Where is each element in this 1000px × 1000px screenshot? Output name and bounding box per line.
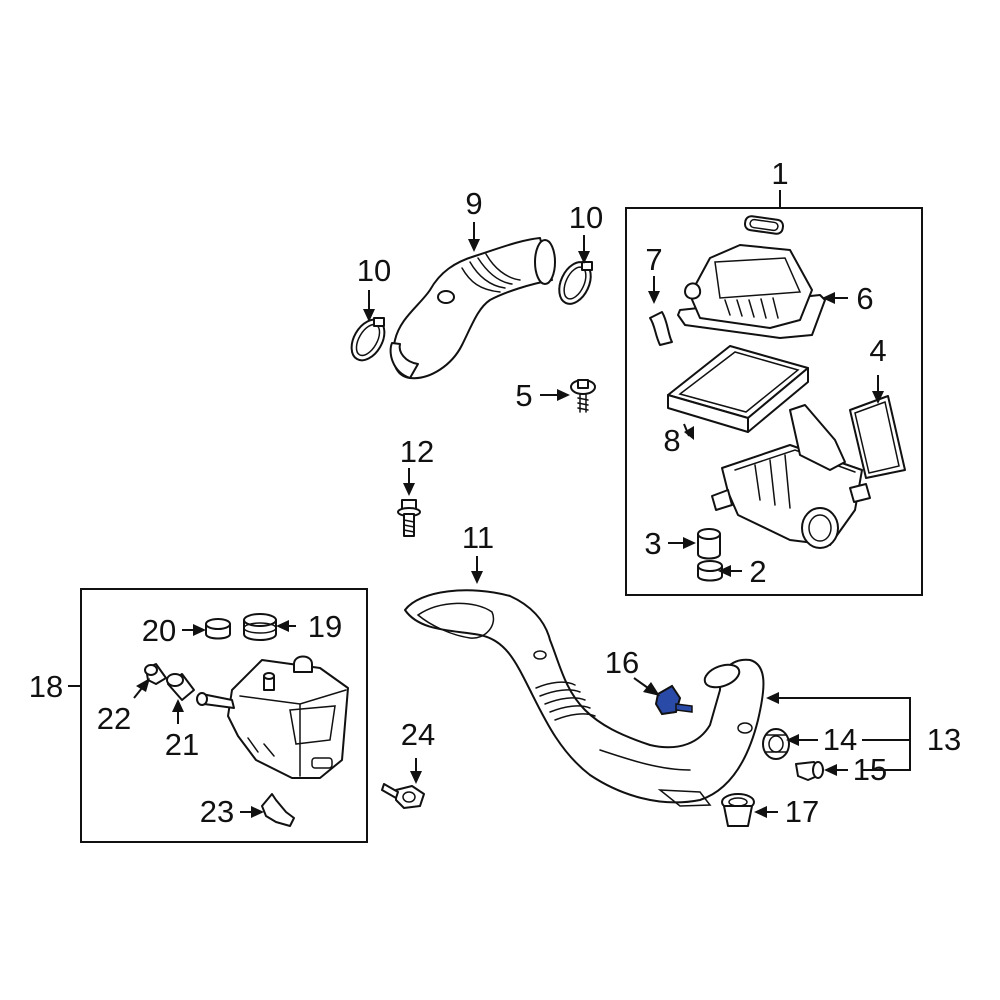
callout-22: 22 xyxy=(97,701,131,736)
callout-4: 4 xyxy=(869,333,886,368)
bolt-part-24 xyxy=(381,783,425,809)
callout-8: 8 xyxy=(663,423,680,458)
callout-12: 12 xyxy=(400,434,434,469)
filter-part-4 xyxy=(849,395,906,479)
cap-part-20 xyxy=(205,618,231,640)
bracket-part-23 xyxy=(261,793,295,827)
bolt-part-12 xyxy=(397,499,421,537)
clamp-part-10-left xyxy=(350,317,386,362)
callout-2: 2 xyxy=(749,554,766,589)
clip-part-17 xyxy=(721,793,755,827)
callout-17: 17 xyxy=(785,794,819,829)
grommet-part-2 xyxy=(697,560,723,582)
callout-3: 3 xyxy=(644,526,661,561)
grommet-part-3 xyxy=(697,528,721,560)
callout-23: 23 xyxy=(200,794,234,829)
cap-part-22 xyxy=(144,663,167,685)
air-cleaner-cover-part-6 xyxy=(677,244,826,339)
callout-13: 13 xyxy=(927,722,961,757)
screw-part-5 xyxy=(570,379,596,413)
clip-part-7 xyxy=(649,311,673,346)
callout-18: 18 xyxy=(29,669,63,704)
callout-6: 6 xyxy=(856,281,873,316)
callout-19: 19 xyxy=(308,609,342,644)
intake-duct-part-9 xyxy=(389,237,556,380)
callout-10-right: 10 xyxy=(569,200,603,235)
callout-9: 9 xyxy=(465,186,482,221)
grommet-part-14 xyxy=(762,728,790,760)
callout-11: 11 xyxy=(462,520,494,555)
callout-10-left: 10 xyxy=(357,253,391,288)
filter-element-part-8 xyxy=(667,345,809,433)
callout-1: 1 xyxy=(771,156,788,191)
reservoir-tank xyxy=(196,655,349,779)
air-cleaner-housing xyxy=(711,404,871,549)
reservoir-group-box xyxy=(80,588,368,843)
callout-7: 7 xyxy=(645,242,662,277)
spacer-part-15 xyxy=(795,761,824,781)
callout-21: 21 xyxy=(165,727,199,762)
callout-20: 20 xyxy=(142,613,176,648)
outlet-duct-part-11 xyxy=(404,589,765,807)
air-cleaner-group-box xyxy=(625,207,923,596)
callout-16: 16 xyxy=(605,645,639,680)
callout-24: 24 xyxy=(401,717,435,752)
bolt-part-16-highlighted xyxy=(654,684,693,716)
cap-part-19 xyxy=(243,613,277,641)
callout-5: 5 xyxy=(515,378,532,413)
callout-15: 15 xyxy=(853,752,887,787)
gasket-top xyxy=(743,215,785,235)
clamp-part-10-right xyxy=(558,261,593,305)
hose-part-21 xyxy=(166,673,195,701)
callout-14: 14 xyxy=(823,722,857,757)
